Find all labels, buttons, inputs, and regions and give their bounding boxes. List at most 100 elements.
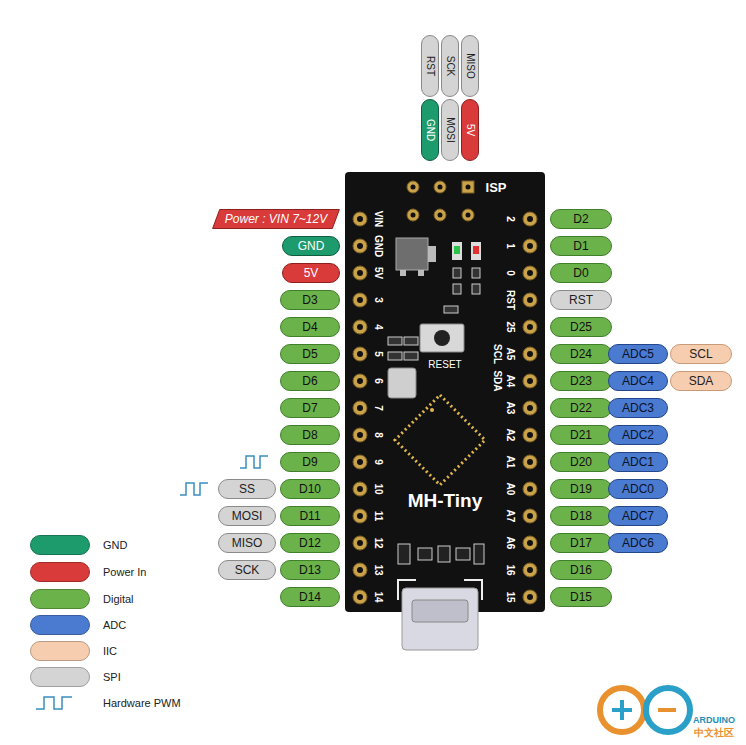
silkscreen-pin: 3	[373, 297, 383, 303]
pin-name: SCK	[235, 563, 260, 577]
pin-label: D7	[280, 398, 340, 418]
power-label: Power : VIN 7~12V	[212, 209, 340, 229]
pin-name: ADC4	[622, 374, 654, 388]
pin-hole-center	[357, 405, 363, 411]
pin-name: D21	[570, 428, 592, 442]
pin-hole	[523, 374, 537, 388]
pin-hole-center	[527, 216, 533, 222]
pin-name: SS	[239, 482, 255, 496]
pin-hole	[353, 347, 367, 361]
pin-label: D24	[550, 344, 612, 364]
pin-hole	[523, 320, 537, 334]
pin-hole	[523, 239, 537, 253]
pin-hole	[353, 320, 367, 334]
pin-label: D11	[280, 506, 340, 526]
mcu-chip	[395, 395, 485, 485]
pin-name: D25	[570, 320, 592, 334]
silkscreen-pin: A3	[505, 402, 515, 415]
pin-label: D9	[280, 452, 340, 472]
capacitors	[388, 337, 418, 360]
legend-swatch	[30, 589, 90, 609]
pin-hole	[353, 266, 367, 280]
legend-swatch	[30, 641, 90, 661]
pin-name: D8	[302, 428, 317, 442]
silkscreen-pin: A7	[505, 510, 515, 523]
isp-pin-label: MISO	[461, 35, 479, 97]
pin-label: ADC3	[608, 398, 668, 418]
voltage-regulator	[396, 238, 436, 276]
pin-label: ADC6	[608, 533, 668, 553]
pin-hole	[353, 401, 367, 415]
silkscreen-pin: RST	[505, 290, 515, 310]
pin-label: ADC4	[608, 371, 668, 391]
pin-label: D10	[280, 479, 340, 499]
crystal	[388, 368, 416, 398]
silkscreen-pin: 4	[373, 324, 383, 330]
pin-label: D13	[280, 560, 340, 580]
isp-pin-label: SCK	[441, 35, 459, 97]
legend-text: IIC	[103, 644, 117, 658]
pin-hole-center	[527, 378, 533, 384]
pin-name: D13	[299, 563, 321, 577]
pin-label: D21	[550, 425, 612, 445]
pin-name: D16	[570, 563, 592, 577]
watermark: ARDUINO	[693, 716, 735, 725]
pin-hole-center	[527, 297, 533, 303]
usb-port	[398, 580, 482, 650]
pin-hole-center	[357, 270, 363, 276]
pin-hole-center	[357, 243, 363, 249]
pin-hole	[523, 212, 537, 226]
pin-hole-center	[527, 567, 533, 573]
pin-hole-center	[527, 594, 533, 600]
pin-label: D18	[550, 506, 612, 526]
smd-components	[398, 544, 484, 564]
pin-label: ADC0	[608, 479, 668, 499]
pin-hole-center	[527, 459, 533, 465]
legend-swatch	[30, 667, 90, 687]
pin-name: D1	[573, 239, 588, 253]
pin-name: RST	[423, 56, 437, 76]
board-name: MH-Tiny	[408, 494, 483, 508]
pin-name: D17	[570, 536, 592, 550]
silkscreen-pin: 12	[373, 537, 383, 548]
isp-pin-label: MOSI	[441, 99, 459, 161]
silkscreen-text: RESET	[428, 360, 461, 370]
pin-name: D10	[299, 482, 321, 496]
pin-hole-center	[357, 297, 363, 303]
pin-hole-center	[527, 432, 533, 438]
pin-hole-center	[527, 351, 533, 357]
silkscreen-pin: 10	[373, 483, 383, 494]
silkscreen-pin: 9	[373, 459, 383, 465]
silkscreen-pin: 8	[373, 432, 383, 438]
pin-holes	[353, 212, 537, 604]
pin-label: D3	[280, 290, 340, 310]
watermark: 中文社区	[694, 728, 734, 738]
pin-name: MISO	[463, 53, 477, 79]
silkscreen-pin: 13	[373, 564, 383, 575]
pin-hole	[523, 455, 537, 469]
pin-label: D20	[550, 452, 612, 472]
pin-label: D14	[280, 587, 340, 607]
pin-label: D15	[550, 587, 612, 607]
pin-hole	[523, 563, 537, 577]
pin-label: D17	[550, 533, 612, 553]
pin-name: ADC7	[622, 509, 654, 523]
chip-dot	[430, 408, 434, 412]
legend-swatch	[30, 562, 90, 582]
pin-hole	[523, 266, 537, 280]
isp-pin-label: GND	[421, 99, 439, 161]
pin-name: ADC1	[622, 455, 654, 469]
silkscreen-pin: 5V	[373, 267, 383, 279]
pin-name: D6	[302, 374, 317, 388]
silkscreen-pin: A0	[505, 483, 515, 496]
pin-label: D19	[550, 479, 612, 499]
legend-text: Hardware PWM	[103, 696, 181, 710]
silkscreen-pin: 0	[505, 270, 515, 276]
silkscreen-pin: 5	[373, 351, 383, 357]
legend-text: Power In	[103, 565, 146, 579]
pin-hole-center	[527, 513, 533, 519]
legend-swatch	[30, 615, 90, 635]
pin-name: GND	[423, 119, 437, 141]
pin-label: ADC7	[608, 506, 668, 526]
silkscreen-pin: A5	[505, 348, 515, 361]
